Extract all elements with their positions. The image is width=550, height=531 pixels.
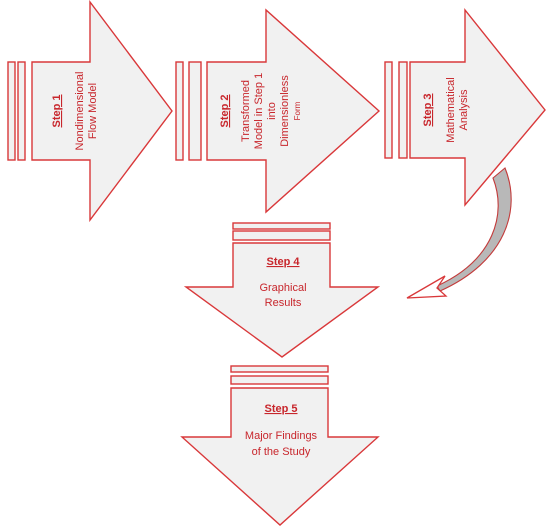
step-2-line-3: into <box>266 102 278 120</box>
step-1-bar-outer <box>7 61 16 161</box>
step-1-line-2: Flow Model <box>87 83 99 139</box>
step-2-line-1: Transformed <box>240 80 252 142</box>
step-5-line-2: of the Study <box>252 446 311 458</box>
step-3-bar-inner <box>398 61 408 159</box>
curved-connector-arrow <box>406 167 512 299</box>
step-1-arrow-shape <box>31 0 173 223</box>
step-2-arrow-shape <box>206 8 381 214</box>
step-3-title: Step 3 <box>422 93 434 126</box>
step-1-title: Step 1 <box>51 94 63 127</box>
step-4-title: Step 4 <box>266 256 300 268</box>
step-3-line-2: Analysis <box>458 89 470 130</box>
curved-connector-head <box>406 275 448 299</box>
step-2-arrow: Step 2 Transformed Model in Step 1 into … <box>175 8 381 214</box>
step-3-arrow: Step 3 Mathematical Analysis <box>384 8 546 207</box>
step-2-line-2: Model in Step 1 <box>253 73 265 149</box>
step-2-bar-inner <box>188 61 202 161</box>
step-2-line-4: Dimensionless <box>279 75 291 147</box>
step-3-bar-outer <box>384 61 393 159</box>
step-1-line-1: Nondimensional <box>74 72 86 151</box>
step-5-arrow: Step 5 Major Findings of the Study <box>180 365 380 526</box>
step-5-line-1: Major Findings <box>245 430 318 442</box>
step-4-arrow: Step 4 Graphical Results <box>183 222 381 358</box>
step-2-title: Step 2 <box>219 94 231 127</box>
step-5-bar-top <box>230 365 329 373</box>
step-4-arrow-shape <box>183 242 381 358</box>
step-5-title: Step 5 <box>264 403 297 415</box>
step-2-bar-outer <box>175 61 184 161</box>
step-1-arrow: Step 1 Nondimensional Flow Model <box>7 0 173 223</box>
step-1-bar-inner <box>17 61 26 161</box>
step-2-line-5: Form <box>293 101 302 120</box>
step-3-arrow-shape <box>409 8 546 207</box>
step-4-bar-bottom <box>232 230 331 241</box>
step-5-arrow-shape <box>180 387 380 526</box>
step-4-line-2: Results <box>265 297 302 309</box>
step-4-bar-top <box>232 222 331 230</box>
step-3-line-1: Mathematical <box>445 77 457 142</box>
step-5-bar-bottom <box>230 375 329 385</box>
step-4-line-1: Graphical <box>259 282 306 294</box>
